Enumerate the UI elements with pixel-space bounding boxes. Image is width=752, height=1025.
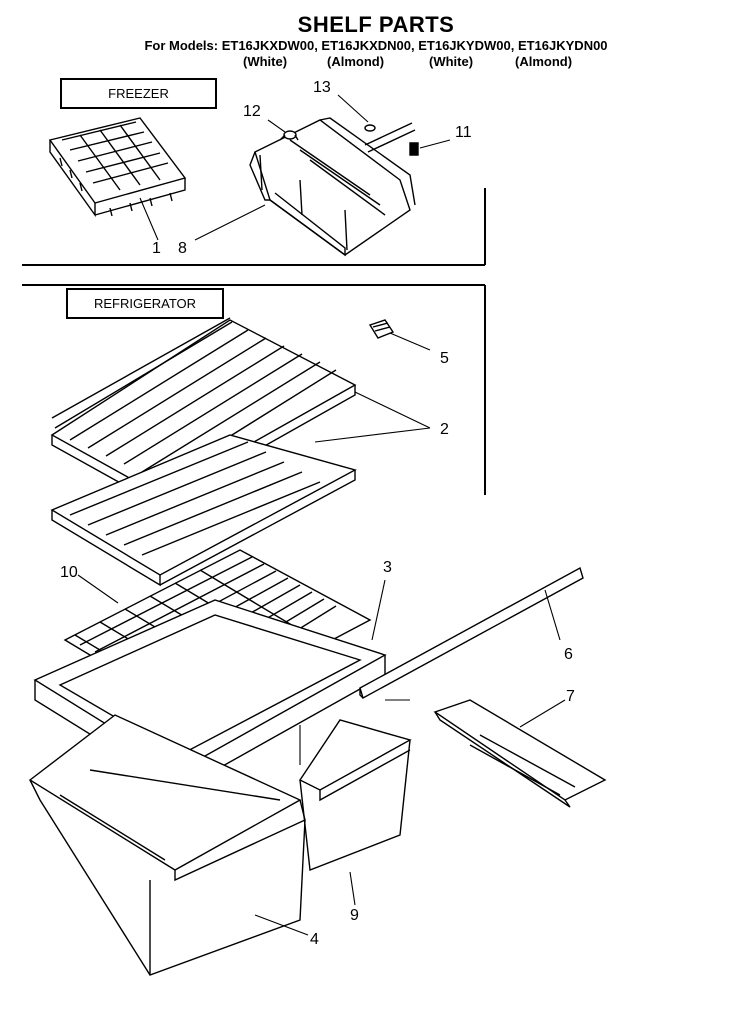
shelf-clip-part (368, 319, 395, 339)
callout-3: 3 (383, 559, 392, 576)
section-dividers (22, 188, 486, 495)
color-almond-2: (Almond) (515, 54, 573, 69)
crisper-drawer-left (28, 714, 306, 976)
callout-10: 10 (60, 564, 78, 581)
crisper-drawer-right (298, 719, 412, 871)
callout-9: 9 (350, 907, 359, 924)
callout-4: 4 (310, 931, 319, 948)
models-line: For Models: ET16JKXDW00, ET16JKXDN00, ET… (144, 38, 608, 53)
page-title: SHELF PARTS (297, 12, 455, 37)
callout-2: 2 (440, 421, 449, 438)
rail-part (359, 566, 584, 700)
callout-8: 8 (178, 240, 187, 257)
ice-tray-part (48, 117, 187, 218)
leader-lines (77, 94, 566, 936)
callout-7: 7 (566, 688, 575, 705)
freezer-label: FREEZER (60, 78, 217, 109)
glass-shelf-lower (50, 434, 357, 587)
refrigerator-label: REFRIGERATOR (66, 288, 224, 319)
callout-6: 6 (564, 646, 573, 663)
small-hardware-parts (279, 124, 419, 156)
color-almond-1: (Almond) (327, 54, 385, 69)
callout-1: 1 (152, 240, 161, 257)
callout-13: 13 (313, 79, 331, 96)
color-white-1: (White) (243, 54, 288, 69)
callout-12: 12 (243, 103, 261, 120)
bracket-part (433, 699, 607, 808)
freezer-shelf-part (249, 117, 416, 257)
color-white-2: (White) (429, 54, 474, 69)
callout-11: 11 (455, 124, 472, 141)
callout-5: 5 (440, 350, 449, 367)
